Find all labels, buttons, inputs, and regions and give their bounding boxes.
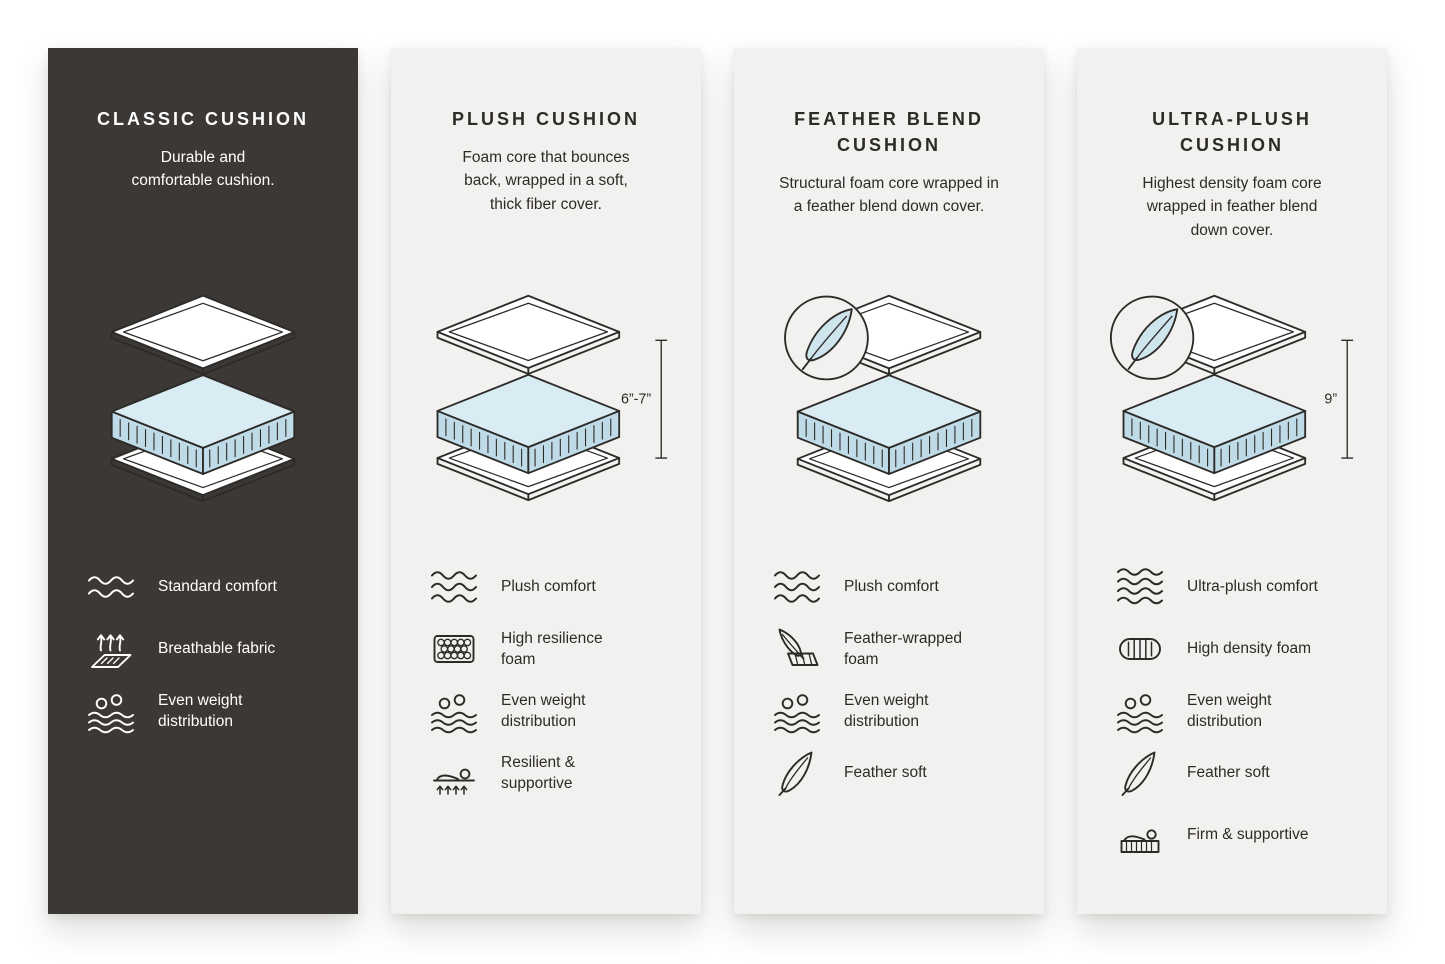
panel-title: FEATHER BLEND CUSHION <box>794 109 984 156</box>
panel-plush-cushion: PLUSH CUSHION Foam core that bounces bac… <box>391 48 701 914</box>
waves-icon <box>88 564 134 610</box>
feature-label: Breathable fabric <box>158 640 276 658</box>
panel-description: Foam core that bounces back, wrapped in … <box>462 149 630 213</box>
feature-feather-soft: Feather soft <box>774 750 1018 796</box>
cushion-illustration: 9” <box>1103 276 1361 524</box>
feather-badge-icon <box>784 295 869 380</box>
feature-label: High density foam <box>1187 640 1312 658</box>
waves-icon <box>431 564 477 610</box>
feature-list: Ultra-plush comfort High density foam Ev… <box>1103 564 1361 858</box>
cushion-illustration <box>760 276 1018 524</box>
feature-high-density-foam: High density foam <box>1117 626 1361 672</box>
feature-feather-soft: Feather soft <box>1117 750 1361 796</box>
feature-high-resilience-foam: High resilience foam <box>431 626 675 672</box>
feature-breathable-fabric: Breathable fabric <box>88 626 332 672</box>
layered-cushion-diagram: 9” <box>1109 294 1354 502</box>
panel-header: CLASSIC CUSHION Durable and comfortable … <box>74 106 332 266</box>
feature-label: Feather-wrapped foam <box>844 629 963 668</box>
panel-feather-blend-cushion: FEATHER BLEND CUSHION Structural foam co… <box>734 48 1044 914</box>
height-dimension-marker <box>1341 339 1354 459</box>
panel-header: ULTRA-PLUSH CUSHION Highest density foam… <box>1103 106 1361 266</box>
panel-title: CLASSIC CUSHION <box>96 109 309 129</box>
waves-icon <box>1117 564 1163 610</box>
feature-even-weight: Even weight distribution <box>774 688 1018 734</box>
even-weight-distribution-icon <box>1117 688 1163 734</box>
feature-label: Ultra-plush comfort <box>1187 578 1318 596</box>
cushion-illustration: 6”-7” <box>417 276 675 524</box>
height-dimension-label: 6”-7” <box>621 391 651 407</box>
layered-cushion-diagram: 6”-7” <box>436 294 668 502</box>
even-weight-distribution-icon <box>774 688 820 734</box>
feature-list: Standard comfort Breathable fabric Even … <box>74 564 332 734</box>
feature-list: Plush comfort High resilience foam Even … <box>417 564 675 796</box>
feather-badge-icon <box>1109 295 1195 380</box>
panel-description: Structural foam core wrapped in a feathe… <box>779 175 999 216</box>
feature-label: Even weight distribution <box>1187 691 1272 730</box>
panel-header: FEATHER BLEND CUSHION Structural foam co… <box>760 106 1018 266</box>
feature-label: Firm & supportive <box>1187 826 1309 844</box>
feature-label: Feather soft <box>1187 764 1270 782</box>
panel-title: PLUSH CUSHION <box>451 109 640 129</box>
feature-label: Plush comfort <box>501 578 596 596</box>
cushion-illustration <box>74 276 332 524</box>
high-density-foam-icon <box>1117 626 1163 672</box>
feature-label: Resilient & supportive <box>501 753 576 792</box>
even-weight-distribution-icon <box>431 688 477 734</box>
panel-classic-cushion: CLASSIC CUSHION Durable and comfortable … <box>48 48 358 914</box>
panel-header: PLUSH CUSHION Foam core that bounces bac… <box>417 106 675 266</box>
even-weight-distribution-icon <box>88 688 134 734</box>
panel-description: Durable and comfortable cushion. <box>131 149 275 190</box>
feature-label: Plush comfort <box>844 578 939 596</box>
feather-icon <box>1117 750 1163 796</box>
feature-feather-wrapped-foam: Feather-wrapped foam <box>774 626 1018 672</box>
breathable-fabric-icon <box>88 626 134 672</box>
feature-label: Feather soft <box>844 764 927 782</box>
layered-cushion-diagram <box>784 294 982 502</box>
layered-cushion-diagram <box>110 294 296 502</box>
feature-resilient-supportive: Resilient & supportive <box>431 750 675 796</box>
high-resilience-foam-icon <box>431 626 477 672</box>
height-dimension-marker <box>655 339 668 459</box>
feature-even-weight: Even weight distribution <box>88 688 332 734</box>
resilient-supportive-icon <box>431 750 477 796</box>
feature-standard-comfort: Standard comfort <box>88 564 332 610</box>
firm-supportive-icon <box>1117 812 1163 858</box>
feature-list: Plush comfort Feather-wrapped foam Even … <box>760 564 1018 796</box>
feature-label: Standard comfort <box>158 578 277 596</box>
feature-label: Even weight distribution <box>158 691 243 730</box>
height-dimension-label: 9” <box>1324 391 1337 407</box>
panel-description: Highest density foam core wrapped in fea… <box>1142 175 1322 239</box>
feature-plush-comfort: Plush comfort <box>774 564 1018 610</box>
feature-firm-supportive: Firm & supportive <box>1117 812 1361 858</box>
feature-plush-comfort: Plush comfort <box>431 564 675 610</box>
feature-label: High resilience foam <box>501 629 603 668</box>
feature-label: Even weight distribution <box>501 691 586 730</box>
panel-ultra-plush-cushion: ULTRA-PLUSH CUSHION Highest density foam… <box>1077 48 1387 914</box>
feature-label: Even weight distribution <box>844 691 929 730</box>
feature-even-weight: Even weight distribution <box>431 688 675 734</box>
feather-icon <box>774 750 820 796</box>
feather-wrapped-foam-icon <box>774 626 820 672</box>
feature-ultra-plush-comfort: Ultra-plush comfort <box>1117 564 1361 610</box>
panel-title: ULTRA-PLUSH CUSHION <box>1152 109 1312 156</box>
feature-even-weight: Even weight distribution <box>1117 688 1361 734</box>
waves-icon <box>774 564 820 610</box>
